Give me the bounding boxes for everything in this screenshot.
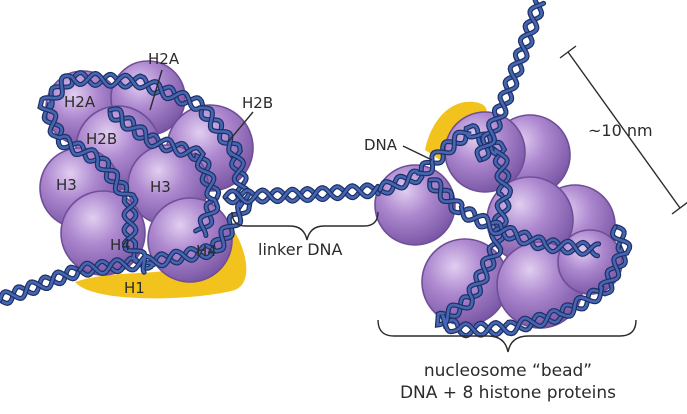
dna-right-wrap-strand-2 (378, 130, 632, 337)
label-h4-right: H4 (196, 242, 217, 260)
dna-left-tail (0, 264, 81, 306)
h2b-leader-line (227, 111, 254, 143)
dna-left-tail-strand-2 (0, 270, 80, 302)
scale-bar-cap-top (559, 45, 577, 59)
label-h2b-right: H2B (242, 94, 273, 112)
dna-double-helix (0, 0, 633, 339)
label-h2a-top: H2A (148, 50, 180, 68)
dna-right-tail-strand-2 (475, 1, 545, 162)
dna-left-wrap-strand-2 (38, 72, 251, 275)
dna-right-inner-wrap (427, 177, 602, 259)
dna-linker (222, 182, 381, 206)
label-linker-dna: linker DNA (258, 240, 343, 259)
linker-dna-brace (231, 211, 379, 241)
label-h4-left: H4 (110, 236, 131, 254)
dna-left-inner-wrap (107, 106, 222, 238)
dna-right-inner-wrap-strand-2 (428, 178, 600, 256)
dna-leader-line (402, 145, 433, 161)
dna-linker-strand-1 (223, 183, 380, 205)
label-scale: ~10 nm (588, 121, 653, 140)
dna-right-wrap-strand-1 (378, 124, 627, 338)
nucleosome-bead-brace (377, 319, 637, 353)
scale-bar-cap-bottom (671, 201, 687, 215)
bead-histone-bottom-left (421, 238, 509, 326)
label-h1: H1 (124, 279, 145, 297)
dna-left-inner-wrap-strand-2 (108, 107, 220, 237)
label-dna: DNA (364, 136, 398, 154)
label-h2b-inner: H2B (86, 130, 117, 148)
label-leaders (149, 45, 687, 215)
bead-histone-left (374, 164, 456, 246)
label-h3-center: H3 (150, 178, 171, 196)
dna-right-tail (474, 0, 547, 163)
h2a-leader-line (149, 69, 163, 111)
dna-right-wrap (377, 122, 633, 339)
dna-linker-strand-2 (223, 184, 380, 204)
caption-dna-histones: DNA + 8 histone proteins (400, 383, 616, 403)
dna-right-tail-strand-1 (478, 0, 543, 162)
caption-nucleosome-bead: nucleosome “bead” (424, 361, 592, 381)
label-h3-left: H3 (56, 176, 77, 194)
scale-bar-line (567, 51, 681, 209)
dna-left-wrap (37, 70, 253, 278)
dna-left-inner-wrap-strand-1 (108, 108, 220, 233)
h1-histone-blob (75, 228, 247, 299)
label-h2a-left: H2A (64, 93, 96, 111)
